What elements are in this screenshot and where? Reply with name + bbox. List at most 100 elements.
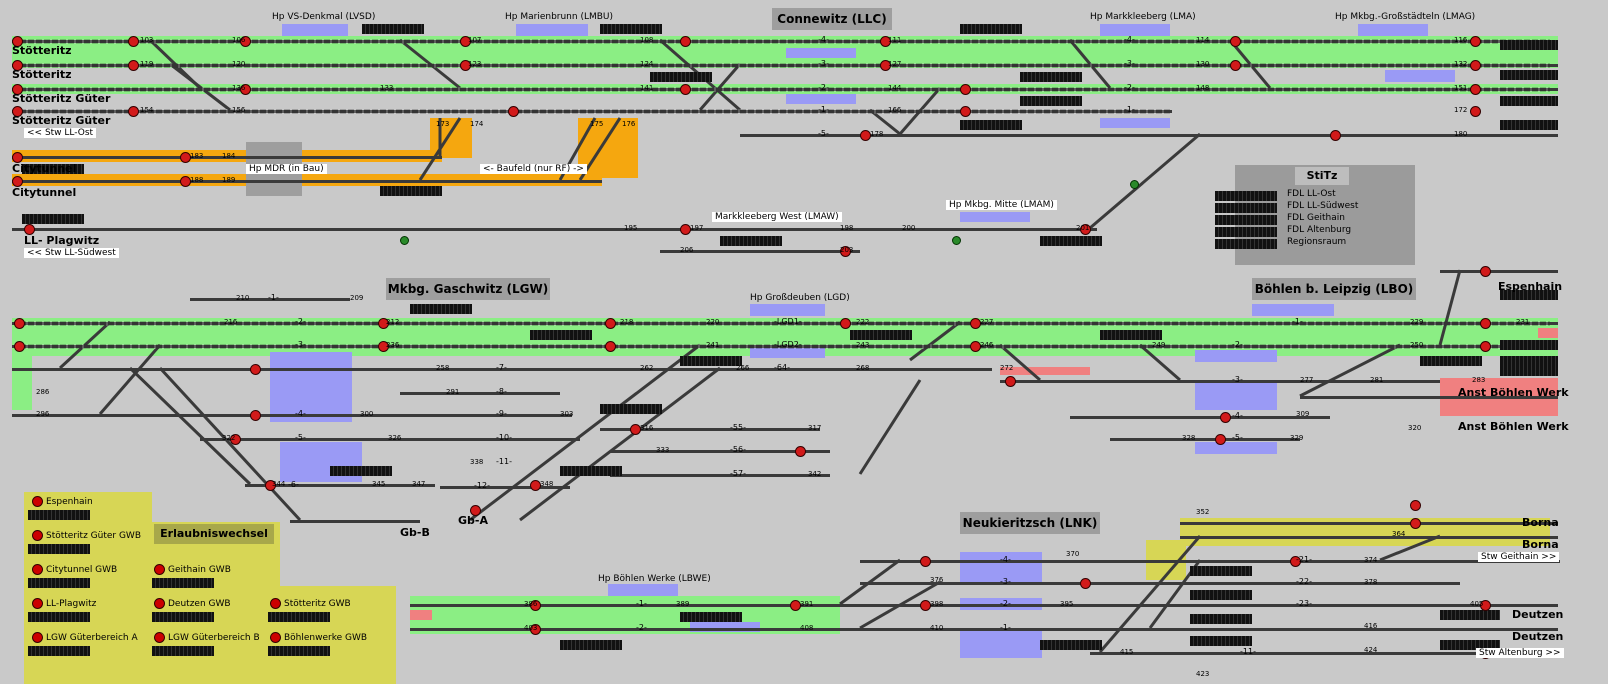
signal-plagwitz[interactable]: [24, 224, 35, 235]
signal-c-20[interactable]: [1470, 106, 1481, 117]
signal-c-16[interactable]: [1470, 84, 1481, 95]
signal-c-5[interactable]: [880, 36, 891, 47]
signal-n-4[interactable]: [1290, 556, 1301, 567]
signal-n-1[interactable]: [920, 556, 931, 567]
signal-m-f[interactable]: [378, 341, 389, 352]
signal-c-22[interactable]: [1330, 130, 1341, 141]
signal-c-1[interactable]: [128, 36, 139, 47]
signal-m-d[interactable]: [970, 318, 981, 329]
indicator-g-11: [600, 404, 662, 414]
signal-g-a[interactable]: [250, 364, 261, 375]
stitz-row-fdl-ll-ost[interactable]: FDL LL-Ost: [1287, 189, 1336, 199]
signal-green-1[interactable]: [1130, 180, 1139, 189]
signal-n-2[interactable]: [920, 600, 931, 611]
platform-neukieritzsch-1: [960, 552, 1042, 582]
signal-c-19[interactable]: [960, 106, 971, 117]
stitz-row-fdl-ll-suedwest[interactable]: FDL LL-Südwest: [1287, 201, 1359, 211]
signal-g-h[interactable]: [795, 446, 806, 457]
signal-m-c[interactable]: [840, 318, 851, 329]
signal-stoetteritz-gueter-1[interactable]: [12, 84, 23, 95]
signal-stoetteritz-gueter-2[interactable]: [12, 106, 23, 117]
signal-g-d[interactable]: [265, 480, 276, 491]
signal-bw-3[interactable]: [790, 600, 801, 611]
legend-item-llplagwitz[interactable]: LL-Plagwitz: [32, 598, 96, 609]
signal-green-3[interactable]: [952, 236, 961, 245]
signal-c-12[interactable]: [1470, 60, 1481, 71]
signal-g-e[interactable]: [530, 480, 541, 491]
signal-m-e[interactable]: [1480, 318, 1491, 329]
signal-pl-b[interactable]: [1080, 224, 1091, 235]
legend-item-citytunnel-gwb[interactable]: Citytunnel GWB: [32, 564, 117, 575]
signal-g-j[interactable]: [1220, 412, 1231, 423]
signal-green-2[interactable]: [400, 236, 409, 245]
signal-m-i[interactable]: [1480, 341, 1491, 352]
signal-n-5[interactable]: [1410, 500, 1421, 511]
signal-stoetteritz-1[interactable]: [12, 36, 23, 47]
signal-g-k[interactable]: [1215, 434, 1226, 445]
signal-main-1[interactable]: [14, 318, 25, 329]
signal-c-6[interactable]: [1230, 36, 1241, 47]
signal-citytunnel-2[interactable]: [12, 176, 23, 187]
signal-m-h[interactable]: [970, 341, 981, 352]
signal-main-2[interactable]: [14, 341, 25, 352]
signal-bw-1[interactable]: [530, 600, 541, 611]
signal-citytunnel-1[interactable]: [12, 152, 23, 163]
signal-m-a[interactable]: [378, 318, 389, 329]
signal-c-13[interactable]: [240, 84, 251, 95]
signal-g-b[interactable]: [250, 410, 261, 421]
signal-c-2[interactable]: [240, 36, 251, 47]
signal-c-11[interactable]: [1230, 60, 1241, 71]
signal-c-8[interactable]: [128, 60, 139, 71]
signal-c-4[interactable]: [680, 36, 691, 47]
signal-number: 281: [1370, 376, 1384, 384]
signal-g-f[interactable]: [470, 505, 481, 516]
indicator-g-10: [1500, 290, 1558, 300]
signal-g-i[interactable]: [1005, 376, 1016, 387]
signal-g-c[interactable]: [230, 434, 241, 445]
signal-n-3[interactable]: [1080, 578, 1091, 589]
signal-c-10[interactable]: [880, 60, 891, 71]
signal-c-9[interactable]: [460, 60, 471, 71]
signal-pl-a[interactable]: [680, 224, 691, 235]
signal-pl-c[interactable]: [840, 246, 851, 257]
signal-number: 286: [36, 388, 50, 396]
signal-espenhain[interactable]: [1480, 266, 1491, 277]
legend-item-espenhain[interactable]: Espenhain: [32, 496, 93, 507]
signal-ct-a[interactable]: [180, 152, 191, 163]
signal-number: 423: [1196, 670, 1210, 678]
signal-n-6[interactable]: [1410, 518, 1421, 529]
legend-item-deutzen-gwb[interactable]: Deutzen GWB: [154, 598, 231, 609]
stitz-row-regionsraum[interactable]: Regionsraum: [1287, 237, 1347, 247]
signal-c-17[interactable]: [128, 106, 139, 117]
legend-item-stoetteritz-gwb[interactable]: Stötteritz GWB: [270, 598, 351, 609]
signal-m-g[interactable]: [605, 341, 616, 352]
signal-c-18[interactable]: [508, 106, 519, 117]
signal-c-15[interactable]: [960, 84, 971, 95]
legend-item-boehlenwerke-gwb[interactable]: Böhlenwerke GWB: [270, 632, 367, 643]
platform-boehlen-1: [1252, 304, 1334, 316]
legend-item-geithain-gwb[interactable]: Geithain GWB: [154, 564, 231, 575]
signal-n-7[interactable]: [1480, 600, 1491, 611]
ties-row3: [20, 87, 1550, 92]
signal-number: 188: [190, 176, 204, 184]
signal-c-14[interactable]: [680, 84, 691, 95]
signal-bw-2[interactable]: [530, 624, 541, 635]
stitz-row-fdl-geithain[interactable]: FDL Geithain: [1287, 213, 1345, 223]
signal-c-21[interactable]: [860, 130, 871, 141]
signal-m-b[interactable]: [605, 318, 616, 329]
signal-g-g[interactable]: [630, 424, 641, 435]
legend-item-lgw-gueterbereich-b[interactable]: LGW Güterbereich B: [154, 632, 260, 643]
signal-ct-b[interactable]: [180, 176, 191, 187]
stitz-row-fdl-altenburg[interactable]: FDL Altenburg: [1287, 225, 1352, 235]
signal-c-7[interactable]: [1470, 36, 1481, 47]
signal-number: 395: [1060, 600, 1074, 608]
signal-c-3[interactable]: [460, 36, 471, 47]
legend-item-lgw-gueterbereich-a[interactable]: LGW Güterbereich A: [32, 632, 138, 643]
halt-baufeld: <- Baufeld (nur RF) ->: [480, 164, 587, 174]
signal-stoetteritz-2[interactable]: [12, 60, 23, 71]
signal-number: 201: [1076, 224, 1090, 232]
legend-item-stoetteritz-gueter-gwb[interactable]: Stötteritz Güter GWB: [32, 530, 141, 541]
legend-title: Erlaubniswechsel: [154, 524, 274, 544]
indicator-n-8: [1040, 640, 1102, 650]
station-gaschwitz: Mkbg. Gaschwitz (LGW): [386, 278, 550, 300]
